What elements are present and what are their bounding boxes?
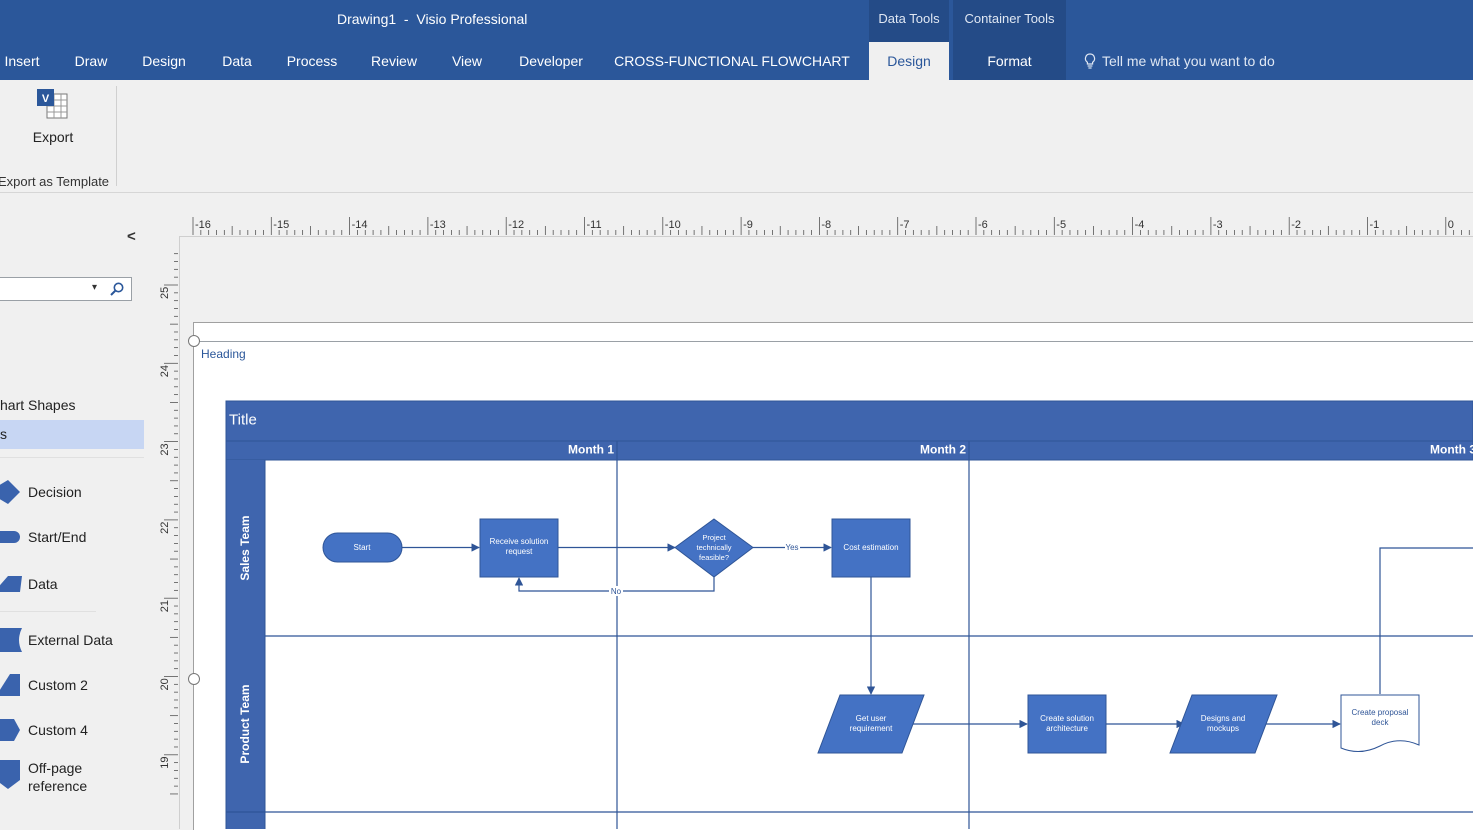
ruler-label: -5 [1056, 219, 1066, 231]
ruler-label: -6 [978, 219, 988, 231]
container-handle-top[interactable] [188, 335, 200, 347]
shape-custom-4[interactable]: Custom 4 [0, 717, 140, 743]
ruler-label: -2 [1291, 219, 1301, 231]
container-tools-group: Container Tools [953, 0, 1066, 80]
tell-me-text: Tell me what you want to do [1102, 53, 1275, 69]
offpage-reference-icon [0, 760, 20, 789]
tell-me-box[interactable]: Tell me what you want to do [1084, 42, 1275, 80]
ruler-label: 20 [159, 678, 171, 690]
ruler-label: -12 [508, 219, 524, 231]
svg-text:V: V [42, 93, 50, 105]
terminator-icon [0, 531, 20, 543]
container-handle-middle[interactable] [188, 673, 200, 685]
custom2-icon [0, 674, 20, 696]
window-title: Drawing1 - Visio Professional [337, 11, 528, 27]
shape-start-end[interactable]: Start/End [0, 526, 140, 548]
ribbon-tab-row [0, 42, 1473, 80]
heading-boundary [194, 341, 1473, 342]
heading-label[interactable]: Heading [201, 347, 246, 361]
ruler-label: 22 [159, 522, 171, 534]
dropdown-arrow-icon[interactable]: ▾ [92, 282, 98, 293]
title-bar: Drawing1 - Visio Professional [0, 0, 1473, 42]
tab-draw[interactable]: Draw [74, 53, 108, 69]
shape-label: External Data [28, 632, 113, 648]
ruler-label: -13 [430, 219, 446, 231]
ruler-label: -4 [1135, 219, 1145, 231]
tab-review[interactable]: Review [371, 53, 417, 69]
visio-export-icon: V [37, 89, 68, 119]
chevron-left-icon[interactable]: < [127, 228, 136, 245]
custom4-icon [0, 719, 20, 741]
ruler-label: -7 [900, 219, 910, 231]
ruler-label: 25 [159, 287, 171, 299]
lightbulb-icon [1084, 53, 1096, 69]
shape-label: Decision [28, 484, 82, 500]
shape-data[interactable]: Data [0, 572, 140, 596]
drawing-page[interactable] [193, 322, 1473, 830]
shape-label: Custom 4 [28, 722, 88, 738]
shape-external-data[interactable]: External Data [0, 626, 140, 654]
selected-stencil-label: s [0, 426, 7, 442]
tab-design[interactable]: Design [142, 53, 186, 69]
ribbon: V Export [0, 80, 1473, 193]
ruler-label: 0 [1448, 219, 1454, 231]
shape-off-page-reference[interactable]: Off-page reference [0, 758, 140, 798]
selected-stencil[interactable]: s [0, 420, 144, 449]
search-icon[interactable] [109, 281, 125, 297]
data-parallelogram-icon [0, 576, 22, 592]
tab-cross-functional-flowchart[interactable]: CROSS-FUNCTIONAL FLOWCHART [614, 53, 850, 69]
stencil-separator-2 [0, 611, 96, 612]
shape-custom-2[interactable]: Custom 2 [0, 672, 140, 698]
tab-container-format[interactable]: Format [987, 53, 1032, 69]
ruler-label: -15 [273, 219, 289, 231]
decision-diamond-icon [0, 480, 20, 504]
stencil-title[interactable]: hart Shapes [0, 397, 76, 413]
ruler-label: 23 [159, 443, 171, 455]
data-tools-title: Data Tools [878, 11, 940, 26]
tab-data-tools-design[interactable]: Design [869, 42, 949, 80]
ruler-label: -8 [821, 219, 831, 231]
ruler-label: -3 [1213, 219, 1223, 231]
ruler-label: -10 [665, 219, 681, 231]
shape-label: Data [28, 576, 58, 592]
stencil-separator [0, 457, 144, 458]
shape-decision[interactable]: Decision [0, 478, 140, 506]
shape-label: Custom 2 [28, 677, 88, 693]
shapes-search-input[interactable] [1, 280, 89, 298]
shapes-search[interactable]: ▾ [0, 277, 132, 301]
shape-label: Off-page reference [28, 760, 88, 794]
ruler-label: -16 [195, 219, 211, 231]
tab-data[interactable]: Data [222, 53, 252, 69]
ruler-label: -9 [743, 219, 753, 231]
ribbon-divider [116, 86, 117, 186]
vertical-ruler[interactable]: 25 24 23 22 21 20 19 [157, 236, 180, 829]
ribbon-group-label: Export as Template [0, 174, 110, 189]
ruler-label: 19 [159, 757, 171, 769]
ruler-label: 21 [159, 600, 171, 612]
external-data-icon [0, 628, 22, 652]
export-button[interactable]: V Export [16, 86, 90, 156]
tab-developer[interactable]: Developer [519, 53, 583, 69]
ruler-label: -11 [587, 219, 602, 231]
tab-view[interactable]: View [451, 53, 483, 69]
ruler-label: -1 [1370, 219, 1380, 231]
tab-insert[interactable]: Insert [4, 53, 40, 69]
ruler-label: -14 [352, 219, 368, 231]
shape-label: Start/End [28, 529, 87, 545]
tab-process[interactable]: Process [286, 53, 338, 69]
ruler-label: 24 [159, 365, 171, 377]
export-label: Export [32, 129, 74, 145]
container-tools-title: Container Tools [964, 11, 1055, 26]
